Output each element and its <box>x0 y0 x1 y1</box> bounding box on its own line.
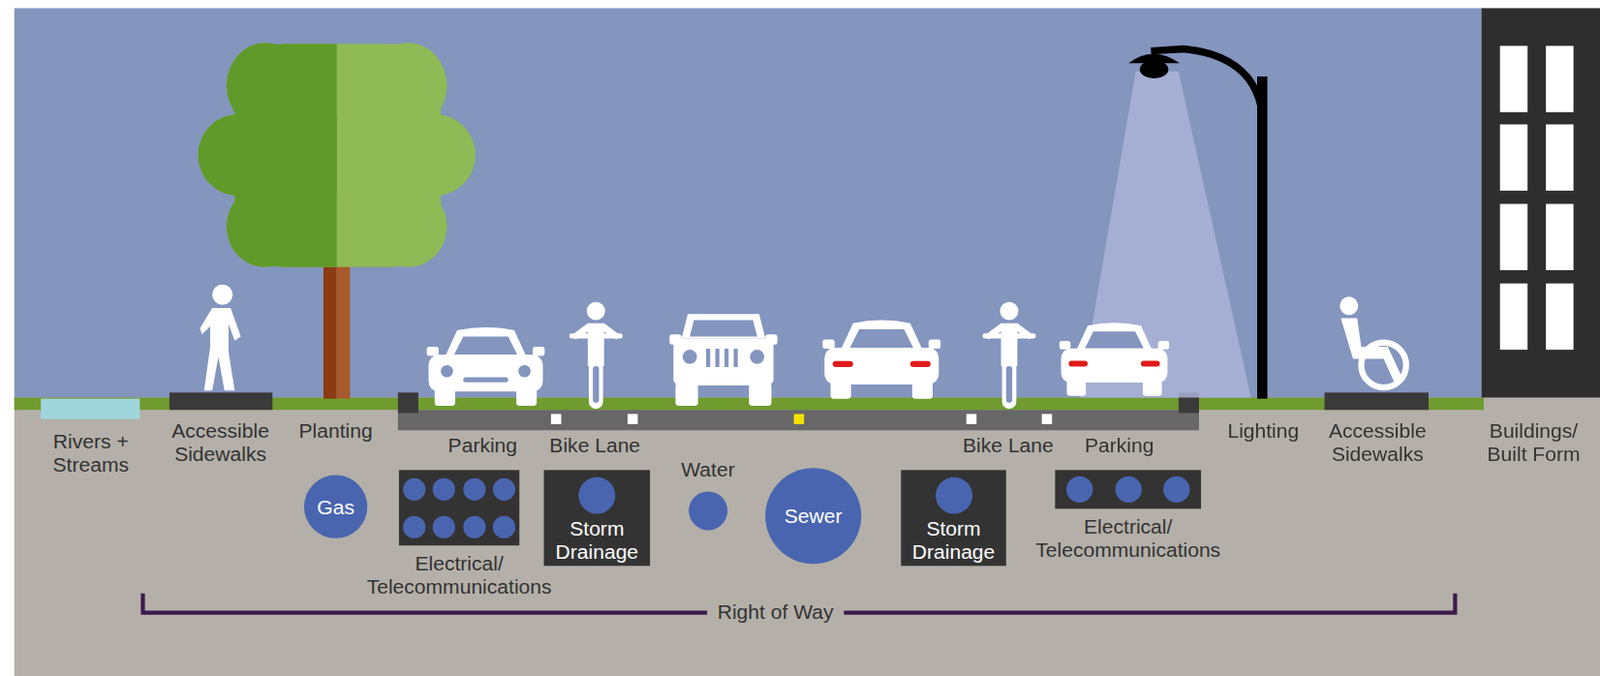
conduit-circle <box>492 515 516 538</box>
pipe-circle: Gas <box>304 475 368 539</box>
pipe-circle: Water <box>688 491 728 530</box>
zone-label: Parking <box>1058 433 1181 458</box>
zone-label: Bike Lane <box>947 433 1070 458</box>
node-text: Water <box>680 458 735 482</box>
node-text: Sewer <box>784 504 843 528</box>
sidewalk <box>169 392 273 410</box>
zone-label: Accessible Sidewalks <box>1313 419 1442 466</box>
node-text: Gas <box>316 494 355 519</box>
node-text: Storm Drainage <box>900 517 1007 564</box>
zone-label: Parking <box>421 433 544 458</box>
zone-label: Buildings/ Built Form <box>1476 419 1592 466</box>
ground <box>14 398 1600 676</box>
conduit-bank: Electrical/ Telecommunications <box>1054 469 1201 509</box>
lane-markings <box>551 413 1052 425</box>
building <box>1481 7 1600 398</box>
conduit-bank: Electrical/ Telecommunications <box>399 469 520 546</box>
conduit-circle <box>1163 476 1190 503</box>
zone-label: Planting <box>274 419 397 443</box>
road <box>398 409 1200 431</box>
zone-label: Accessible Sidewalks <box>156 419 285 466</box>
node-text: Electrical/ Telecommunications <box>1011 515 1246 562</box>
drain-box: Storm Drainage <box>900 469 1007 566</box>
conduit-circle <box>1066 476 1093 503</box>
zone-label: Bike Lane <box>533 433 656 458</box>
conduit-circle <box>432 477 456 500</box>
conduit-circle <box>432 515 456 538</box>
conduit-circle <box>402 515 426 538</box>
pedestrian <box>199 284 241 391</box>
node-text: Electrical/ Telecommunications <box>341 552 577 599</box>
pipe-circle: Sewer <box>765 467 862 564</box>
zone-label: Rivers + Streams <box>42 430 140 477</box>
conduit-circle <box>492 477 516 500</box>
node-text: Storm Drainage <box>544 517 651 564</box>
drain-box: Storm Drainage <box>544 469 651 566</box>
conduit-circle <box>578 477 616 515</box>
wheelchair-user <box>1339 296 1406 388</box>
bracket-label: Right of Way <box>707 600 844 624</box>
sidewalk <box>1324 392 1429 410</box>
conduit-circle <box>462 477 486 500</box>
conduit-circle <box>1114 476 1141 503</box>
conduit-circle <box>935 477 973 515</box>
curb <box>398 392 419 413</box>
river <box>40 399 140 420</box>
tree <box>197 42 476 399</box>
conduit-circle <box>402 477 426 500</box>
conduit-circle <box>462 515 486 538</box>
zone-label: Lighting <box>1201 419 1324 443</box>
